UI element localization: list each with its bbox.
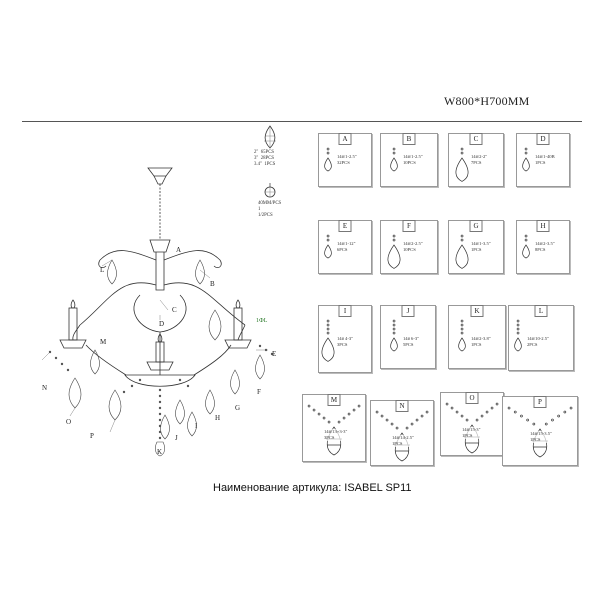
part-card-b: B 14#/1-2.5" 10PCS [380,133,438,187]
callout-h: H [215,414,221,422]
part-spec-text: 14#/15-3" 1PCS [462,427,481,439]
part-letter-label: B [402,133,416,145]
part-letter-label: M [327,394,341,406]
part-letter-label: L [534,305,548,317]
callout-a: A [176,246,182,254]
part-letter-label: O [465,392,479,404]
part-e-icon [324,234,332,259]
legend-ball-icon [264,183,276,198]
part-spec-text: 14#/1-2.5" 32PCS [337,154,357,165]
part-card-l: L 14#/10-2.5" 2PCS [508,305,574,371]
part-spec-text: 14# 4-3" 3PCS [337,336,354,347]
article-line: Наименование артикула:ISABEL SP11 [213,482,412,494]
callout-b: B [210,280,215,288]
part-letter-label: G [469,220,483,232]
part-letter-label: E [338,220,352,232]
part-spec-text: 14#/1-40B 1PCS [535,154,555,165]
part-card-k: K 14#/2-3.8" 1PCS [448,305,506,369]
part-card-p: P 14#/15-3.5" 1PCS [502,396,578,466]
part-spec-text: 14#/13+3-3" 3PCS [324,429,348,441]
part-spec-text: 14#/1-12" 6PCS [337,241,356,252]
callout-g: G [235,404,241,412]
part-spec-text: 14#/14-2.5" 1PCS [392,435,414,447]
part-i-icon [321,319,335,362]
part-spec-text: 14#/2-2.5" 10PCS [403,241,423,252]
dimensions-label: W800*H700MM [444,94,530,108]
legend-crystal-icon [264,125,276,149]
legend-crystal-spec: 2" 65PCS 3" 28PCS 3.4" 1PCS [254,150,276,168]
callout-m: M [100,338,107,346]
part-spec-text: 14#/2-3.8" 1PCS [471,336,491,347]
article-label: Наименование артикула: [213,482,342,494]
part-f-icon [387,234,401,269]
part-letter-label: A [338,133,352,145]
callout-f: F [257,388,261,396]
part-card-j: J 14# 6-3" 5PCS [380,305,436,369]
part-spec-text: 14#/15-3.5" 1PCS [530,431,552,443]
part-card-g: G 14#/1-3.5" 1PCS [448,220,504,274]
part-letter-label: J [401,305,415,317]
part-g-icon [455,234,469,269]
part-spec-text: 14#/1-3.5" 1PCS [471,241,491,252]
part-card-e: E 14#/1-12" 6PCS [318,220,372,274]
part-c-icon [455,147,469,182]
fixture-note: 1ФL [256,318,268,324]
legend-ball-spec: 40MM/PCS 1 1/2PCS [258,201,282,219]
part-letter-label: H [536,220,550,232]
part-d-icon [522,147,530,172]
part-a-icon [324,147,332,172]
callout-k: K [157,448,163,456]
part-card-m: M 14#/13+3-3" 3PCS [302,394,366,462]
part-letter-label: K [470,305,484,317]
callout-o: O [66,418,72,426]
part-card-n: N 14#/14-2.5" 1PCS [370,400,434,466]
part-letter-label: I [338,305,352,317]
part-k-icon [458,319,466,352]
callout-i: I [195,422,198,430]
part-letter-label: F [402,220,416,232]
callout-e: E [272,350,277,358]
part-spec-text: 14#/10-2.5" 2PCS [527,336,549,347]
callout-p: P [90,432,94,440]
part-letter-label: P [533,396,547,408]
part-spec-text: 14#/1-2.5" 10PCS [403,154,423,165]
part-card-c: C 14#/2-2" 7PCS [448,133,504,187]
part-h-icon [522,234,530,259]
part-b-icon [390,147,398,172]
callout-n: N [42,384,48,392]
part-letter-label: C [469,133,483,145]
part-card-f: F 14#/2-2.5" 10PCS [380,220,438,274]
callout-j: J [175,434,178,442]
part-spec-text: 14#/2-3.5" 8PCS [535,241,555,252]
part-spec-text: 14# 6-3" 5PCS [403,336,420,347]
header-divider [22,121,582,122]
part-card-h: H 14#/2-3.5" 8PCS [516,220,570,274]
part-card-a: A 14#/1-2.5" 32PCS [318,133,372,187]
part-letter-label: N [395,400,409,412]
part-spec-text: 14#/2-2" 7PCS [471,154,488,165]
part-card-i: I 14# 4-3" 3PCS [318,305,372,373]
article-value: ISABEL SP11 [344,482,412,494]
part-j-icon [390,319,398,352]
part-card-o: O 14#/15-3" 1PCS [440,392,504,456]
part-letter-label: D [536,133,550,145]
callout-c: C [172,306,177,314]
part-card-d: D 14#/1-40B 1PCS [516,133,570,187]
part-l-icon [514,319,522,352]
callout-l: L [100,266,105,274]
chandelier-drawing [41,167,274,457]
callout-d: D [159,320,165,328]
